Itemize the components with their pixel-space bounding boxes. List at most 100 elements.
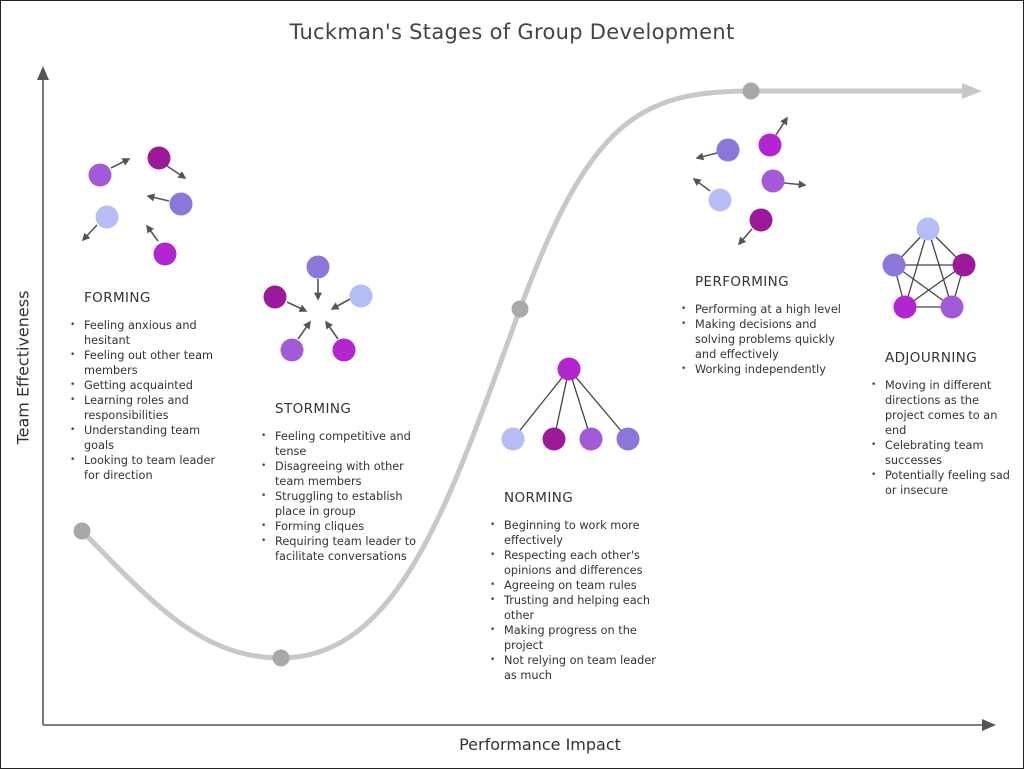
curve-arrowhead <box>962 83 982 99</box>
bullet-item: Beginning to work more effectively <box>490 518 660 548</box>
bullet-item: Trusting and helping each other <box>490 593 660 623</box>
stage-performing: PERFORMING Performing at a high level Ma… <box>681 274 841 377</box>
link <box>568 368 592 440</box>
bullet-item: Moving in different directions as the pr… <box>871 378 1016 438</box>
y-axis-label: Team Effectiveness <box>13 290 33 445</box>
bullet-item: Struggling to establish place in group <box>261 489 421 519</box>
stage-adjourning: ADJOURNING Moving in different direction… <box>871 350 1016 498</box>
arrow <box>325 320 339 340</box>
bullet-item: Making decisions and solving problems qu… <box>681 317 841 362</box>
arrow <box>297 320 311 340</box>
link <box>927 228 953 308</box>
member-node <box>708 188 732 212</box>
bullet-item: Respecting each other's opinions and dif… <box>490 548 660 578</box>
bullet-item: Getting acquainted <box>70 378 230 393</box>
arrow <box>286 301 308 312</box>
stage-norming: NORMING Beginning to work more effective… <box>490 490 660 683</box>
stage-bullet-list: Beginning to work more effectively Respe… <box>490 518 660 683</box>
x-axis-arrow <box>982 719 996 731</box>
member-node <box>916 217 940 241</box>
member-node <box>169 192 193 216</box>
bullet-item: Not relying on team leader as much <box>490 653 660 683</box>
performance-curve <box>73 82 982 667</box>
curve-node-performing <box>742 82 760 100</box>
stage-title: PERFORMING <box>695 274 790 290</box>
link <box>904 228 929 308</box>
member-node <box>579 427 603 451</box>
stage-storming: STORMING Feeling competitive and tense D… <box>261 401 421 564</box>
bullet-item: Looking to team leader for direction <box>70 453 230 483</box>
adjourning-group-illustration <box>882 217 976 319</box>
member-node <box>332 338 356 362</box>
link <box>893 264 953 308</box>
bullet-item: Feeling competitive and tense <box>261 429 421 459</box>
member-node <box>758 133 782 157</box>
axes <box>37 66 996 731</box>
arrow <box>81 224 98 242</box>
bullet-item: Learning roles and responsibilities <box>70 393 230 423</box>
stage-title: FORMING <box>84 290 151 306</box>
bullet-item: Working independently <box>681 362 841 377</box>
member-node <box>306 255 330 279</box>
link <box>904 264 965 308</box>
stage-bullet-list: Feeling anxious and hesitant Feeling out… <box>70 318 230 483</box>
member-node <box>761 169 785 193</box>
forming-group-illustration <box>81 146 193 266</box>
member-node <box>95 205 119 229</box>
bullet-item: Disagreeing with other team members <box>261 459 421 489</box>
arrow <box>146 193 170 202</box>
member-node <box>893 295 917 319</box>
arrow <box>166 165 187 179</box>
arrow <box>783 180 807 189</box>
arrow <box>692 178 711 192</box>
link <box>568 368 629 440</box>
performing-group-illustration <box>692 116 807 246</box>
member-node <box>716 138 740 162</box>
member-node <box>616 427 640 451</box>
storming-group-illustration <box>263 255 373 362</box>
member-node <box>940 295 964 319</box>
curve-node-norming <box>511 300 529 318</box>
leader-node <box>557 357 581 381</box>
arrow <box>775 116 788 136</box>
bullet-item: Agreeing on team rules <box>490 578 660 593</box>
diagram-title: Tuckman's Stages of Group Development <box>289 20 735 44</box>
member-node <box>263 285 287 309</box>
curve-line <box>79 88 968 661</box>
bullet-item: Performing at a high level <box>681 302 841 317</box>
norming-group-illustration <box>501 357 640 451</box>
stage-title: STORMING <box>275 401 352 417</box>
bullet-item: Understanding team goals <box>70 423 230 453</box>
arrow <box>737 228 753 246</box>
member-node <box>349 284 373 308</box>
bullet-item: Potentially feeling sad or insecure <box>871 468 1016 498</box>
bullet-item: Making progress on the project <box>490 623 660 653</box>
member-node <box>952 253 976 277</box>
link <box>512 368 570 440</box>
stage-title: NORMING <box>504 490 574 506</box>
bullet-item: Feeling out other team members <box>70 348 230 378</box>
member-node <box>882 253 906 277</box>
curve-node-storming <box>272 649 290 667</box>
y-axis-arrow <box>37 66 49 80</box>
member-node <box>542 427 566 451</box>
member-node <box>280 338 304 362</box>
member-node <box>147 146 171 170</box>
arrow <box>146 224 159 242</box>
stage-bullet-list: Moving in different directions as the pr… <box>871 378 1016 498</box>
curve-node-forming <box>73 522 91 540</box>
bullet-item: Forming cliques <box>261 519 421 534</box>
stage-title: ADJOURNING <box>885 350 978 366</box>
bullet-item: Feeling anxious and hesitant <box>70 318 230 348</box>
arrow <box>110 158 131 169</box>
link <box>553 368 570 440</box>
member-node <box>749 208 773 232</box>
x-axis-label: Performance Impact <box>459 735 621 754</box>
stage-bullet-list: Performing at a high level Making decisi… <box>681 302 841 377</box>
arrow <box>330 298 351 310</box>
stage-forming: FORMING Feeling anxious and hesitant Fee… <box>70 290 230 483</box>
member-node <box>153 242 177 266</box>
member-node <box>88 163 112 187</box>
bullet-item: Celebrating team successes <box>871 438 1016 468</box>
